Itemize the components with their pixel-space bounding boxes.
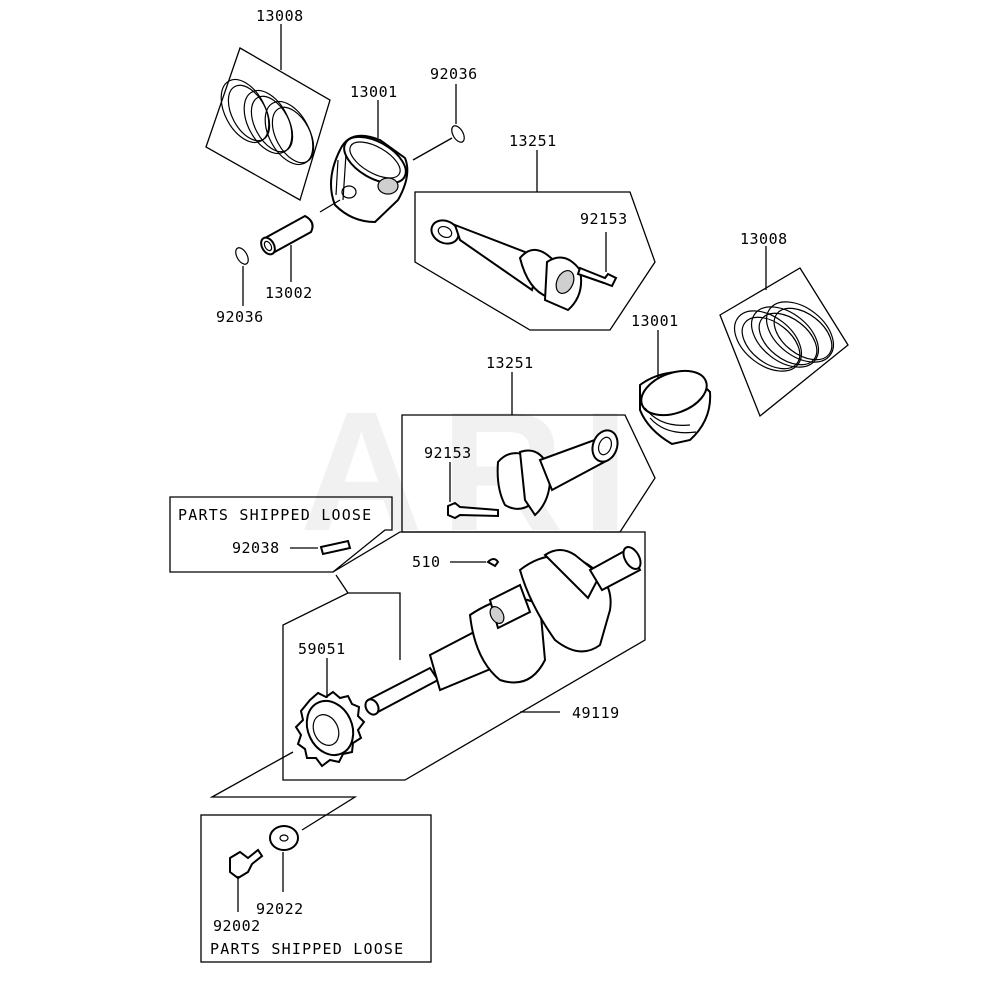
- label-13008-right: 13008: [740, 230, 788, 248]
- label-92038: 92038: [232, 539, 280, 557]
- label-13008-top: 13008: [256, 7, 304, 25]
- piston-rings-top[interactable]: [205, 47, 331, 201]
- crankshaft[interactable]: [363, 544, 644, 717]
- label-92022: 92022: [256, 900, 304, 918]
- piston-right[interactable]: [635, 363, 713, 446]
- label-92153-mid: 92153: [424, 444, 472, 462]
- woodruff-key-510[interactable]: [486, 558, 500, 568]
- loose-box-top-title: PARTS SHIPPED LOOSE: [178, 506, 372, 524]
- label-13251-top: 13251: [509, 132, 557, 150]
- connecting-rod-mid[interactable]: [496, 427, 622, 517]
- circlip-top-right[interactable]: [412, 124, 467, 161]
- label-92036-left: 92036: [216, 308, 264, 326]
- piston-top[interactable]: [319, 127, 413, 224]
- label-92036-top: 92036: [430, 65, 478, 83]
- label-510: 510: [412, 553, 441, 571]
- label-13251-mid: 13251: [486, 354, 534, 372]
- label-92153-top: 92153: [580, 210, 628, 228]
- connecting-rod-top[interactable]: [428, 216, 583, 312]
- conrod-bolt-mid[interactable]: [447, 501, 499, 520]
- piston-rings-right[interactable]: [719, 267, 849, 418]
- conrod-bolt-top[interactable]: [576, 266, 618, 288]
- label-49119: 49119: [572, 704, 620, 722]
- label-92002: 92002: [213, 917, 261, 935]
- key-92038[interactable]: [319, 539, 352, 556]
- washer-92022[interactable]: [269, 825, 299, 851]
- watermark: ARI: [300, 377, 647, 567]
- crank-gear[interactable]: [294, 690, 366, 768]
- flange-bolt-92002[interactable]: [229, 848, 264, 880]
- circlip-left[interactable]: [233, 246, 251, 267]
- label-13001-right: 13001: [631, 312, 679, 330]
- label-13002: 13002: [265, 284, 313, 302]
- label-59051: 59051: [298, 640, 346, 658]
- label-13001-top: 13001: [350, 83, 398, 101]
- loose-box-bottom-title: PARTS SHIPPED LOOSE: [210, 940, 404, 958]
- piston-pin[interactable]: [258, 214, 314, 257]
